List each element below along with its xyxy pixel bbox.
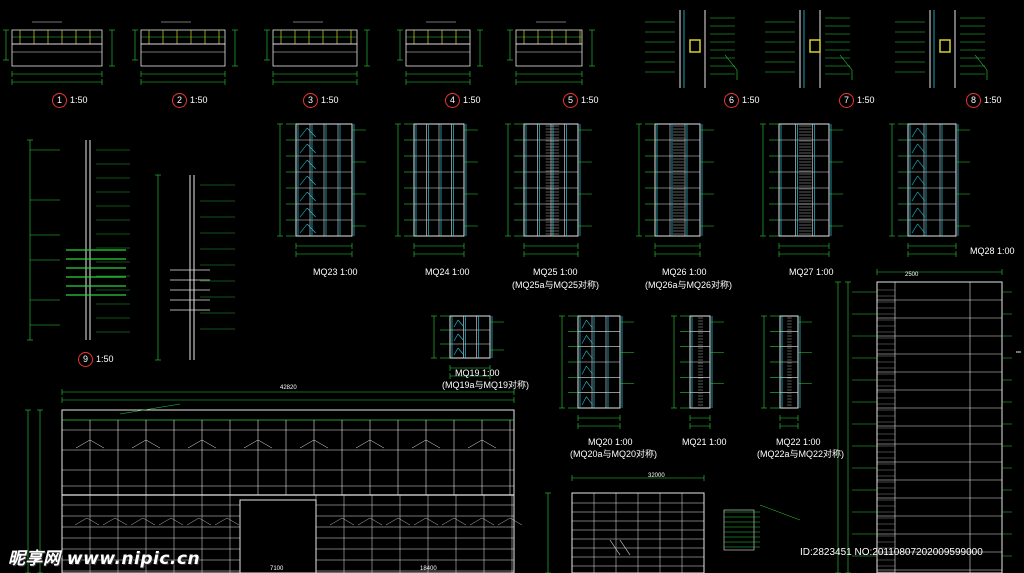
mq23-title: MQ23 1:00 [313,267,358,277]
dim-top-width: 32000 [648,473,665,479]
mq25-subtitle: (MQ25a与MQ25对称) [512,280,600,290]
mq20-subtitle: (MQ20a与MQ20对称) [570,449,658,459]
mq24-title: MQ24 1:00 [425,267,470,277]
dim-bottom-right: 18400 [420,566,437,572]
mq28-title: MQ28 1:00 [970,246,1015,256]
mq19-title: MQ19 1:00 [455,368,500,378]
mq25-title: MQ25 1:00 [533,267,578,277]
watermark-id: ID:2823451 NO:20110807202009599000 [800,547,983,558]
mq22-subtitle: (MQ22a与MQ22对称) [757,449,845,459]
dim-overall-width: 42820 [280,385,297,391]
mq26-subtitle: (MQ26a与MQ26对称) [645,280,733,290]
mq19-subtitle: (MQ19a与MQ19对称) [442,380,530,390]
dim-bottom-mid: 7100 [270,566,284,572]
mq27-title: MQ27 1:00 [789,267,834,277]
mq20-title: MQ20 1:00 [588,437,633,447]
dim-mq28-width: 2500 [905,272,919,278]
mq26-title: MQ26 1:00 [662,267,707,277]
watermark-site: 昵享网 www.nipic.cn [8,549,201,569]
mq22-title: MQ22 1:00 [776,437,821,447]
mq21-title: MQ21 1:00 [682,437,727,447]
